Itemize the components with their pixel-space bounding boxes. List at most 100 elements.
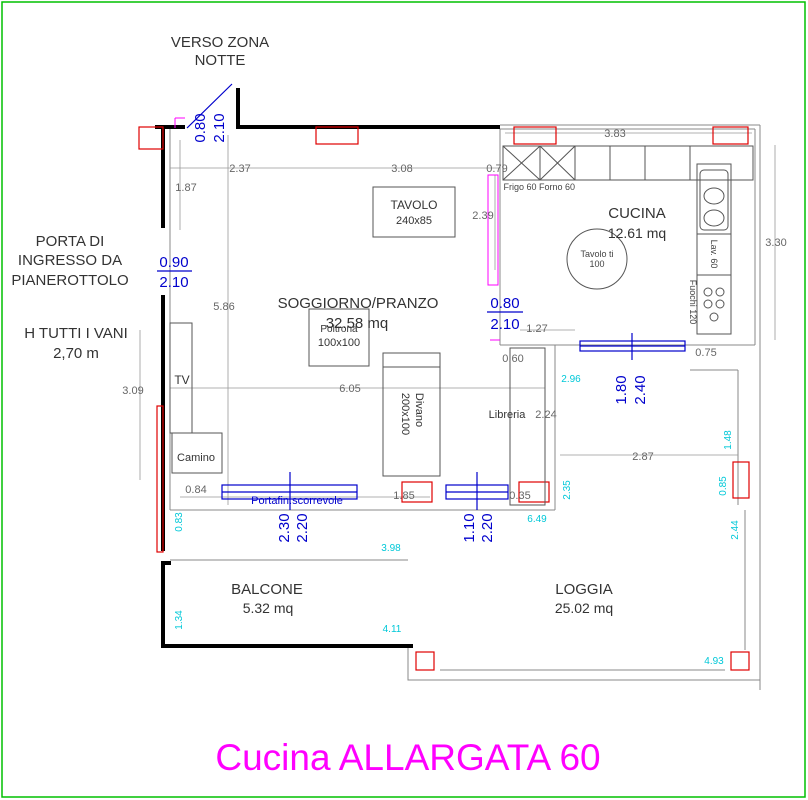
outline-lines	[169, 124, 761, 690]
cyan-dimension: 3.98	[381, 543, 401, 554]
dimension-label: 1.87	[175, 182, 196, 194]
window-marker	[401, 481, 433, 503]
window-marker	[518, 481, 550, 503]
furniture-portafin: Portafin.scorrevole	[251, 495, 343, 507]
porta-ingresso-label: PORTA DI	[36, 233, 105, 250]
cyan-dimension: 0.83	[174, 512, 185, 532]
furniture-tavolo-round: Tavolo ti	[580, 249, 613, 259]
furniture-divano-size: 200x100	[399, 393, 411, 435]
porta-ingresso-label-2: INGRESSO DA	[18, 252, 122, 269]
h-tutti-vani-value: 2,70 m	[53, 345, 99, 362]
room-soggiorno-area: 32.58 mq	[326, 315, 389, 332]
verso-zona-label-2: NOTTE	[195, 52, 246, 69]
dimension-label: 2.24	[535, 409, 556, 421]
sliding-windows	[221, 333, 686, 510]
door-top-height: 2.10	[211, 113, 228, 142]
furniture-fuochi: Fuochi 120	[688, 280, 698, 325]
window-mid-height: 2.20	[479, 513, 496, 542]
page-title: Cucina ALLARGATA 60	[215, 737, 600, 778]
dimension-label: 2.39	[472, 210, 493, 222]
dimension-label: 6.05	[339, 383, 360, 395]
portafin-width: 2.30	[276, 513, 293, 542]
wall-top-main	[236, 125, 500, 129]
cyan-dimension: 2.44	[730, 520, 741, 540]
kitchen-furniture	[502, 145, 754, 335]
furniture-libreria: Libreria	[489, 409, 527, 421]
room-balcone-name: BALCONE	[231, 581, 303, 598]
wall-balcony-top	[161, 561, 171, 565]
portafin-height: 2.20	[294, 513, 311, 542]
dimension-label: 0.35	[509, 490, 530, 502]
wall-balcony-bottom	[161, 644, 413, 648]
window-marker	[730, 651, 750, 671]
wall-left-upper	[161, 125, 165, 228]
wall-corridor	[236, 88, 240, 128]
h-tutti-vani-label: H TUTTI I VANI	[24, 325, 128, 342]
dimension-label: 0.60	[502, 353, 523, 365]
dimension-label: 1.27	[526, 323, 547, 335]
window-marker	[513, 126, 557, 145]
door-top-width: 0.80	[192, 113, 209, 142]
wall-top-left	[155, 125, 185, 129]
door-ingresso-width: 0.90	[159, 254, 188, 271]
dimension-label: 5.86	[213, 301, 234, 313]
window-marker	[712, 126, 749, 145]
dimension-label: 1.85	[393, 490, 414, 502]
door-swings	[174, 83, 500, 341]
room-loggia-area: 25.02 mq	[555, 600, 613, 616]
dimension-label: 3.08	[391, 163, 412, 175]
window-cucina-height: 2.40	[632, 375, 649, 404]
door-cucina-height: 2.10	[490, 316, 519, 333]
cyan-dimension: 6.49	[527, 514, 547, 525]
cyan-dimension: 1.34	[174, 610, 185, 630]
window-marker	[315, 126, 359, 145]
furniture-tavolo-size: 240x85	[396, 215, 432, 227]
furniture-forno: Forno 60	[539, 182, 575, 192]
verso-zona-label: VERSO ZONA	[171, 34, 269, 51]
furniture-camino: Camino	[177, 452, 215, 464]
cyan-dimension: 4.93	[704, 656, 724, 667]
furniture-tv: TV	[174, 373, 189, 387]
window-markers	[138, 126, 750, 671]
window-marker	[138, 126, 164, 150]
cyan-dimension: 2.96	[561, 374, 581, 385]
dimension-label: 0.79	[486, 163, 507, 175]
room-balcone-area: 5.32 mq	[243, 600, 294, 616]
walls	[155, 88, 500, 648]
furniture-divano: Divano	[413, 393, 425, 427]
room-loggia-name: LOGGIA	[555, 581, 613, 598]
dimension-label: 3.09	[122, 385, 143, 397]
cyan-dimension: 4.11	[383, 624, 402, 635]
living-furniture	[169, 186, 546, 506]
room-cucina-name: CUCINA	[608, 205, 666, 222]
porta-ingresso-label-3: PIANEROTTOLO	[11, 272, 128, 289]
window-marker	[732, 461, 750, 499]
furniture-frigo: Frigo 60	[503, 182, 536, 192]
room-cucina-area: 12.61 mq	[608, 225, 666, 241]
window-marker	[415, 651, 435, 671]
window-marker	[156, 405, 164, 553]
furniture-lav: Lav. 60	[709, 240, 719, 269]
cyan-dimension: 2.35	[562, 480, 573, 500]
furniture-tavolo: TAVOLO	[391, 198, 438, 212]
window-cucina-width: 1.80	[613, 375, 630, 404]
dimension-label: 0.75	[695, 347, 716, 359]
window-mid-width: 1.10	[461, 513, 478, 542]
door-ingresso-height: 2.10	[159, 274, 188, 291]
dimension-label: 0.84	[185, 484, 206, 496]
dimension-label: 3.83	[604, 128, 625, 140]
cyan-dimension: 0.85	[718, 476, 729, 496]
dimension-label: 3.30	[765, 237, 786, 249]
dimension-label: 2.87	[632, 451, 653, 463]
furniture-poltrona: Poltrona	[320, 324, 358, 335]
cyan-dimension: 1.48	[723, 430, 734, 450]
dimension-label: 2.37	[229, 163, 250, 175]
furniture-poltrona-size: 100x100	[318, 337, 360, 349]
wall-balcony-left	[161, 561, 165, 648]
room-soggiorno-name: SOGGIORNO/PRANZO	[278, 295, 439, 312]
furniture-tavolo-round-size: 100	[589, 259, 604, 269]
door-cucina-width: 0.80	[490, 295, 519, 312]
